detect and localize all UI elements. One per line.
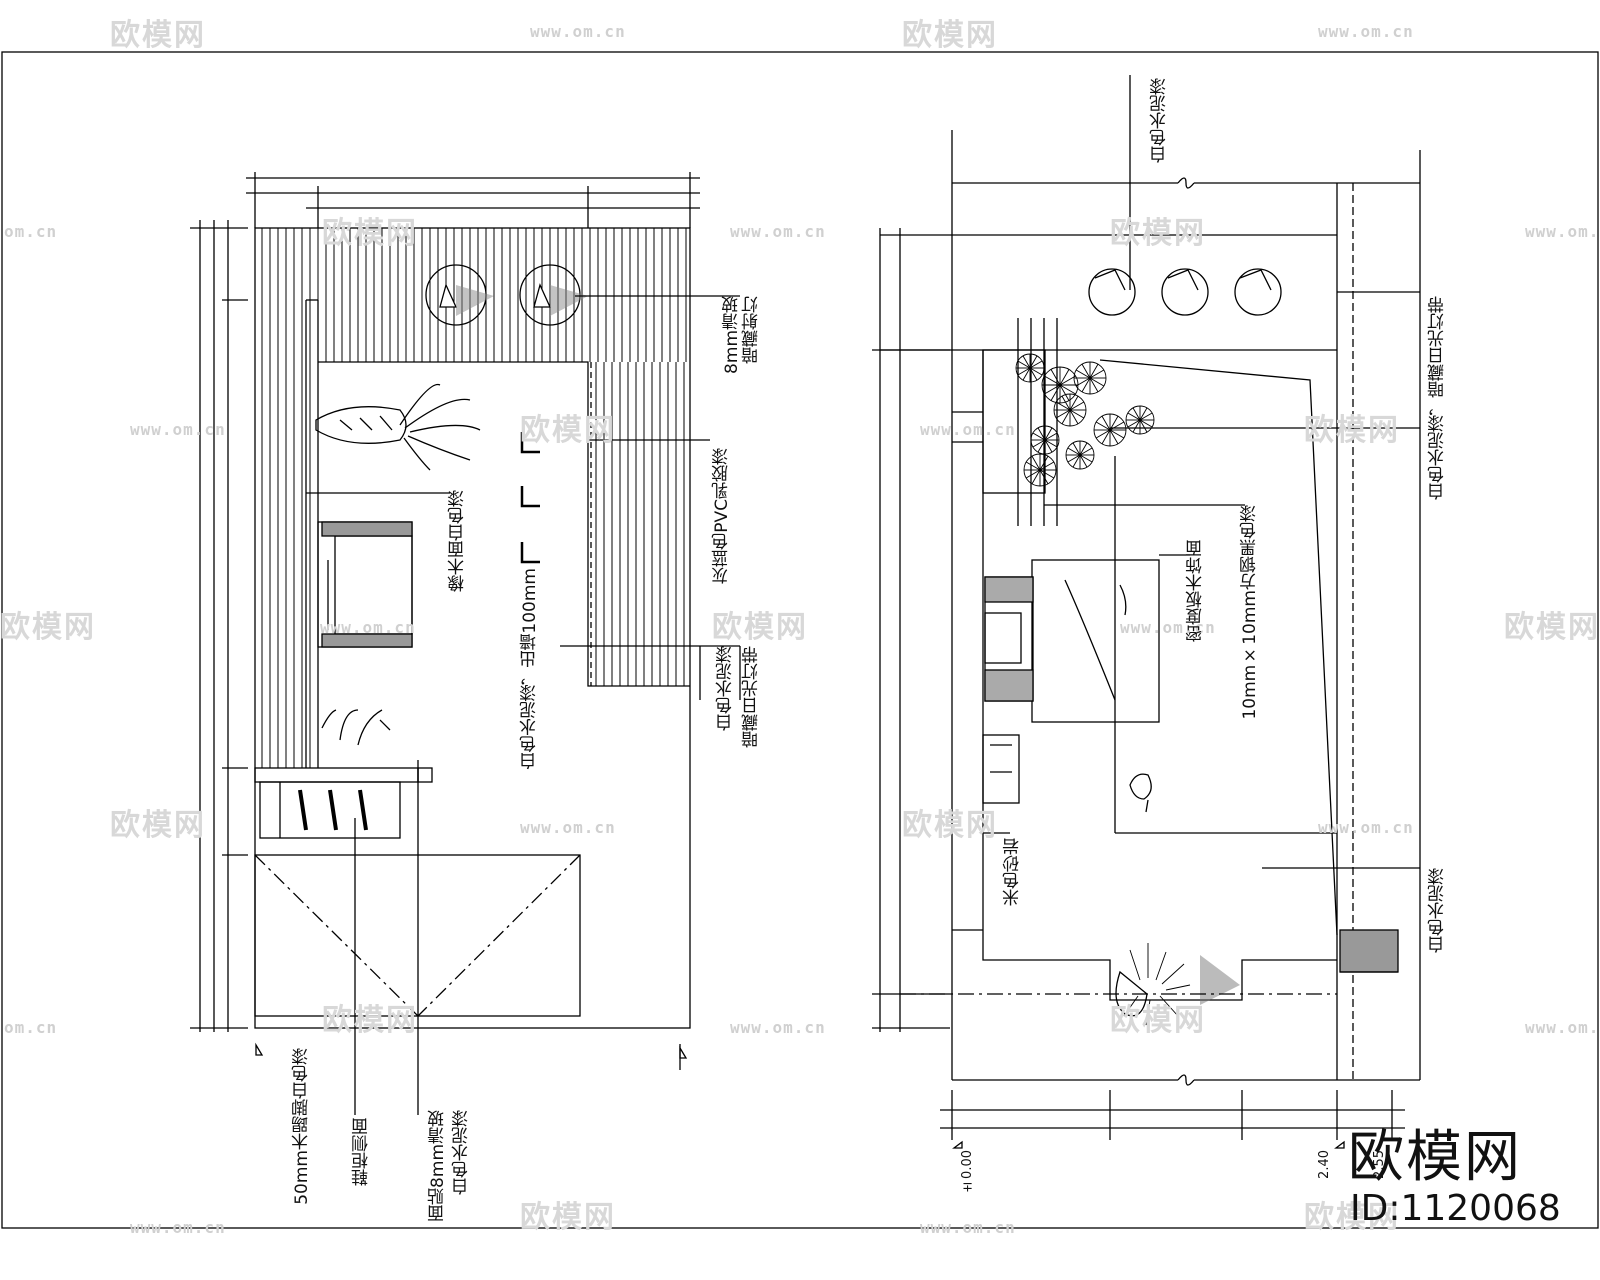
label-top-paint: 白色水泥漆 [1150,78,1170,163]
watermark-url: www.om.cn [1318,818,1414,837]
label-light-strip: 暗藏日光灯带 [742,646,762,748]
label-white-paint: 白色水泥漆 [716,646,736,731]
label-glass-panel-white: 白色水泥漆 [452,1110,472,1195]
watermark-url-edge: om.cn [4,1018,58,1037]
watermark-logo: 欧模网 [1110,216,1206,251]
label-bottom-paint: 白色水泥漆 [1428,868,1448,953]
watermark-url: www.om.cn [130,420,226,439]
watermark-logo: 欧模网 [1304,413,1400,448]
label-spotlight: 暗藏射灯 [742,296,762,364]
label-wall-niche: 白色水泥漆，出墙100mm [520,568,540,770]
watermark-logo: 欧模网 [902,808,998,843]
watermark-logo: 欧模网 [110,808,206,843]
watermark-logo: 欧模网 [712,610,808,645]
label-shoe-cabinet: 鞋柜侧面 [352,1118,372,1186]
watermark-url: www.om.cn [920,1218,1016,1237]
watermark-url: www.om.cn [530,22,626,41]
brand-id-text: ID:1120068 [1350,1188,1561,1229]
watermark-url: www.om.cn [1525,222,1600,241]
watermark-logo: 欧模网 [520,1200,616,1235]
elevation-mark-floor: ±0.00 [960,1150,975,1194]
label-beige-stone: 米色砂岩 [1003,838,1023,906]
watermark-logo: 欧模网 [322,216,418,251]
watermark-url: www.om.cn [730,222,826,241]
label-mdf-panel: 密度板木饰面 [1186,540,1206,642]
label-side-paint-strip: 白色水泥漆，暗藏日光灯带 [1428,296,1448,500]
watermark-url: www.om.cn [920,420,1016,439]
label-skirting: 50mm木踢脚白色漆 [292,1048,312,1205]
watermark-url: www.om.cn [320,618,416,637]
watermark-logo: 欧模网 [1110,1003,1206,1038]
label-glass: 8mm清玻 [722,296,742,374]
watermark-logo: 欧模网 [520,413,616,448]
watermark-url: www.om.cn [1120,618,1216,637]
watermark-logo: 欧模网 [322,1003,418,1038]
watermark-logo: 欧模网 [1504,610,1600,645]
watermark-logo: 欧模网 [0,610,96,645]
watermark-url: www.om.cn [520,818,616,837]
label-oak-panel: 橡木面白色漆 [448,490,468,592]
label-steel-tube: 10mm×10mm方钢黑色漆 [1240,505,1260,720]
watermark-url: www.om.cn [730,1018,826,1037]
brand-logo-text: 欧模网 [1348,1125,1522,1190]
right-elevation [872,75,1421,1149]
watermark-url: www.om.cn [1318,22,1414,41]
left-elevation [190,172,741,1115]
sheet-frame [1,51,1599,1229]
watermark-url: www.om.cn [130,1218,226,1237]
watermark-logo: 欧模网 [110,18,206,53]
elevation-mark-ceiling-a: 2.40 [1317,1150,1332,1179]
watermark-url-edge: om.cn [4,222,58,241]
label-glass-panel-clear: 面贴8mm清玻 [428,1110,448,1222]
watermark-url: www.om.cn [1525,1018,1600,1037]
label-pvc-paint: 灰蓝色PVC乳胶漆 [712,448,732,584]
watermark-logo: 欧模网 [1304,1200,1400,1235]
watermark-logo: 欧模网 [902,18,998,53]
